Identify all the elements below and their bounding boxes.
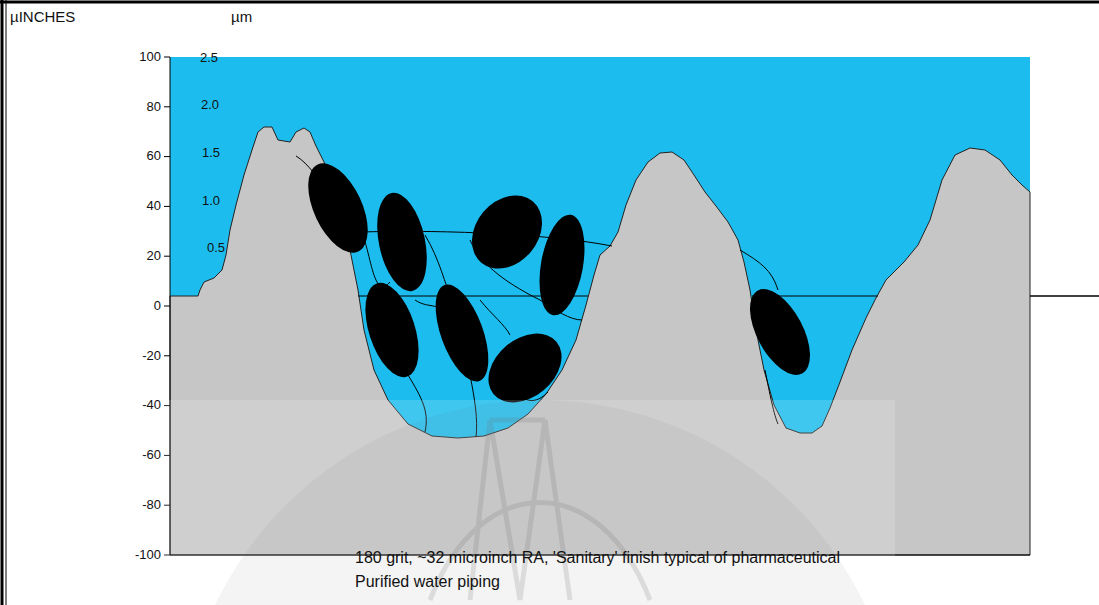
microinch-tick-label: 100	[139, 50, 161, 64]
microinch-tick-label: 60	[147, 149, 161, 163]
watermark-disc	[180, 400, 900, 605]
zero-line	[1030, 295, 1099, 297]
bacterium	[425, 278, 499, 388]
microinch-tick-label: 40	[147, 199, 161, 213]
tick-mark	[164, 57, 170, 58]
micrometre-tick-label: 2.5	[200, 51, 218, 65]
frame-line	[1, 0, 4, 605]
tick-mark	[164, 106, 170, 107]
micrometre-tick-label: 1.0	[202, 194, 220, 208]
bacterium	[355, 276, 429, 383]
bacteria	[296, 154, 822, 416]
tick-mark	[164, 256, 170, 257]
microinch-tick-label: 0	[154, 299, 161, 313]
microinch-tick-label: 20	[147, 249, 161, 263]
bacterium	[369, 188, 435, 295]
bacterium	[738, 280, 823, 385]
biofilm-strand	[740, 250, 778, 290]
micrometre-tick-label: 1.5	[202, 146, 220, 160]
microinch-tick-label: -80	[142, 498, 161, 512]
tick-mark	[164, 206, 170, 207]
tick-mark	[164, 355, 170, 356]
microinch-tick-label: -40	[142, 398, 161, 412]
biofilm-network	[296, 156, 778, 437]
tick-mark	[164, 156, 170, 157]
frame-line	[6, 0, 7, 605]
frame-line	[0, 1, 1099, 4]
microinch-tick-label: 80	[147, 100, 161, 114]
micrometre-tick-label: 0.5	[207, 241, 225, 255]
microinch-tick-label: -100	[135, 548, 161, 562]
axis-unit-label: µINCHES	[10, 9, 75, 26]
bacterium	[296, 154, 380, 261]
microinch-tick-label: -20	[142, 349, 161, 363]
microinch-tick-label: -60	[142, 448, 161, 462]
bacterium	[532, 211, 591, 319]
biofilm-strand	[480, 300, 510, 335]
axis-unit-label: µm	[231, 9, 252, 26]
micrometre-tick-label: 2.0	[201, 98, 219, 112]
watermark	[95, 400, 900, 605]
tick-mark	[164, 306, 170, 307]
caption: 180 grit, ~32 microinch RA, 'Sanitary' f…	[355, 546, 875, 594]
